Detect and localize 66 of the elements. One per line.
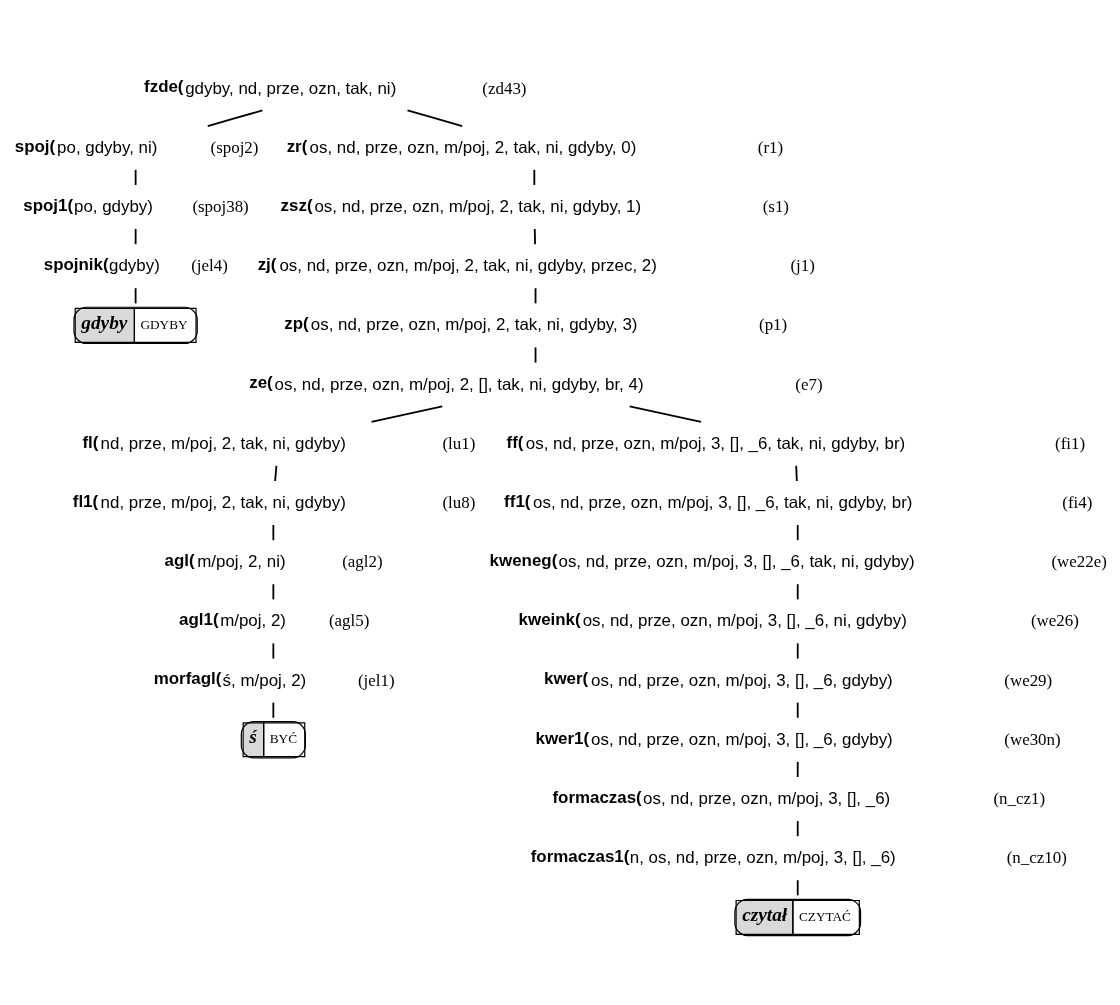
node-text: formaczas1(n, os, nd, prze, ozn, m/poj, 3, [], _6) — [530, 846, 896, 867]
connector — [272, 701, 275, 719]
connector — [796, 819, 799, 837]
node-label: (fi4) — [1062, 492, 1093, 512]
connector — [628, 404, 702, 423]
connector — [533, 168, 536, 186]
connector — [796, 701, 799, 719]
node-label: (we30n) — [1004, 729, 1061, 749]
connector — [134, 168, 137, 186]
node-text: agl(m/poj, 2, ni) — [164, 550, 286, 571]
node-label: (r1) — [757, 137, 784, 157]
connector — [796, 582, 799, 600]
node-label: (lu1) — [442, 433, 476, 453]
node-label: (spoj38) — [192, 196, 249, 216]
node-text: agl1(m/poj, 2) — [179, 609, 286, 630]
connector — [796, 878, 799, 896]
node-text: morfagl(ś, m/poj, 2) — [153, 668, 307, 690]
node-text: kweink(os, nd, prze, ozn, m/poj, 3, [], _6, ni, gdyby) — [518, 609, 907, 630]
node-text: ff1(os, nd, prze, ozn, m/poj, 3, [], _6, tak, ni, gdyby, br) — [504, 491, 913, 512]
node-label: (n_cz1) — [993, 788, 1046, 808]
connector — [272, 642, 275, 659]
node-text: formaczas(os, nd, prze, ozn, m/poj, 3, [], _6) — [552, 787, 891, 808]
node-label: (n_cz10) — [1006, 847, 1067, 867]
node-label: (we29) — [1004, 670, 1053, 690]
connector — [796, 523, 799, 541]
node-text: ff(os, nd, prze, ozn, m/poj, 3, [], _6, tak, ni, gdyby, br) — [506, 432, 906, 453]
node-label: (jel1) — [357, 670, 395, 690]
connector — [134, 227, 137, 245]
node-label: (we26) — [1030, 610, 1079, 630]
connector — [272, 523, 275, 541]
node-label: (agl5) — [328, 610, 370, 630]
node-label: (s1) — [762, 196, 789, 216]
node-text: zp(os, nd, prze, ozn, m/poj, 2, tak, ni, gdyby, 3) — [284, 313, 638, 334]
node-label: (j1) — [790, 255, 815, 275]
node-label: (zd43) — [482, 78, 527, 98]
connector — [795, 464, 798, 482]
node-text: zr(os, nd, prze, ozn, m/poj, 2, tak, ni, gdyby, 0) — [286, 136, 637, 157]
node-text: kweneg(os, nd, prze, ozn, m/poj, 3, [], _6, tak, ni, gdyby) — [489, 550, 915, 571]
node-text: ze(os, nd, prze, ozn, m/poj, 2, [], tak, ni, gdyby, br, 4) — [249, 372, 644, 394]
connector — [370, 404, 444, 423]
connector — [533, 227, 536, 245]
connector — [206, 109, 264, 127]
node-label: (lu8) — [442, 492, 476, 512]
node-text: zj(os, nd, prze, ozn, m/poj, 2, tak, ni, gdyby, przec, 2) — [257, 254, 657, 275]
connector — [134, 286, 137, 304]
node-label: (fi1) — [1055, 433, 1086, 453]
connector — [796, 642, 799, 659]
node-label: (agl2) — [342, 551, 383, 571]
node-text: spoj1(po, gdyby) — [23, 195, 153, 216]
node-text: fl(nd, prze, m/poj, 2, tak, ni, gdyby) — [82, 432, 346, 453]
node-label: (jel4) — [191, 255, 228, 275]
node-text: kwer(os, nd, prze, ozn, m/poj, 3, [], _6, gdyby) — [543, 668, 893, 690]
connector — [272, 582, 275, 600]
connector — [796, 760, 799, 778]
node-label: (p1) — [759, 314, 788, 334]
node-label: (we22e) — [1051, 551, 1107, 571]
node-text: spojnik(gdyby) — [43, 254, 160, 275]
node-text: zsz(os, nd, prze, ozn, m/poj, 2, tak, ni, gdyby, 1) — [280, 195, 642, 216]
connector — [274, 464, 278, 482]
node-label: (e7) — [795, 374, 823, 394]
node-label: (spoj2) — [210, 137, 259, 157]
node-text: kwer1(os, nd, prze, ozn, m/poj, 3, [], _6, gdyby) — [535, 728, 893, 749]
node-text: fl1(nd, prze, m/poj, 2, tak, ni, gdyby) — [72, 491, 346, 512]
node-text: spoj(po, gdyby, ni) — [14, 136, 158, 157]
node-text: fzde(gdyby, nd, prze, ozn, tak, ni) — [144, 76, 397, 98]
connector — [406, 109, 464, 127]
